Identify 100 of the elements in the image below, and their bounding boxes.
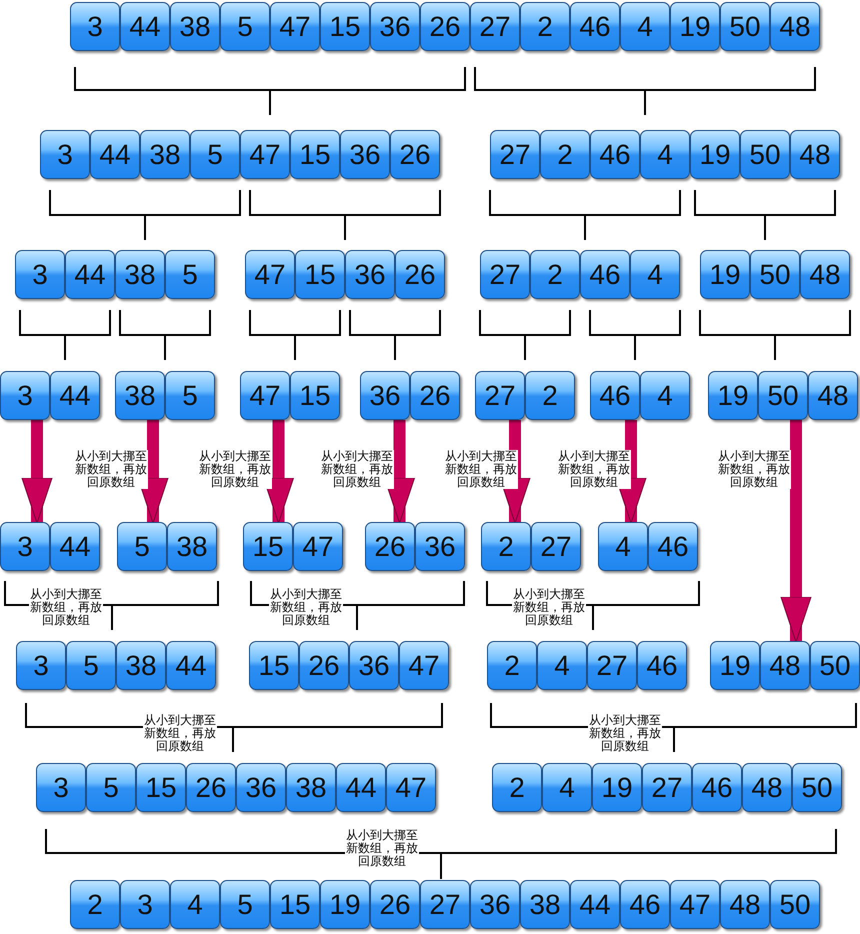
number: 4 xyxy=(554,652,570,680)
number: 46 xyxy=(579,12,611,40)
array-cell xyxy=(15,250,65,299)
number: 2 xyxy=(557,140,573,168)
number: 27 xyxy=(489,260,521,288)
array-cell xyxy=(120,2,170,51)
number: 2 xyxy=(498,532,514,560)
number: 2 xyxy=(509,774,525,802)
array-cell xyxy=(640,371,690,420)
array-cell xyxy=(770,880,820,929)
number: 5 xyxy=(182,382,198,410)
number: 46 xyxy=(629,890,661,918)
number: 48 xyxy=(809,260,841,288)
array-cell xyxy=(637,641,687,690)
array-cell xyxy=(190,130,240,179)
array-cell xyxy=(299,641,349,690)
array-cell xyxy=(66,641,116,690)
array-cell xyxy=(293,522,343,571)
array-cell xyxy=(86,763,136,812)
note-text: 从小到大挪至新数组，再放回原数组 xyxy=(198,450,272,489)
number: 26 xyxy=(195,774,227,802)
number: 47 xyxy=(408,652,440,680)
note-text: 从小到大挪至新数组，再放回原数组 xyxy=(143,714,217,753)
array-cell xyxy=(116,641,166,690)
array-cell xyxy=(592,763,642,812)
number: 5 xyxy=(207,140,223,168)
array-cell xyxy=(40,130,90,179)
array-cell xyxy=(808,371,858,420)
array-cell xyxy=(410,371,460,420)
array-cell xyxy=(243,522,293,571)
array-cell xyxy=(580,250,630,299)
number: 36 xyxy=(354,260,386,288)
number: 38 xyxy=(124,382,156,410)
number: 50 xyxy=(819,652,851,680)
array-cell xyxy=(620,2,670,51)
number: 50 xyxy=(801,774,833,802)
number: 4 xyxy=(657,140,673,168)
number: 2 xyxy=(547,260,563,288)
number: 26 xyxy=(404,260,436,288)
array-cell xyxy=(290,130,340,179)
number: 48 xyxy=(769,652,801,680)
number: 36 xyxy=(358,652,390,680)
number: 38 xyxy=(179,12,211,40)
number: 36 xyxy=(424,532,456,560)
array-cell xyxy=(0,522,50,571)
array-cell xyxy=(117,522,167,571)
number: 4 xyxy=(187,890,203,918)
number: 50 xyxy=(749,140,781,168)
number: 3 xyxy=(53,774,69,802)
array-cell xyxy=(236,763,286,812)
number: 26 xyxy=(379,890,411,918)
number: 3 xyxy=(87,12,103,40)
number: 5 xyxy=(83,652,99,680)
array-cell xyxy=(320,880,370,929)
number: 44 xyxy=(74,260,106,288)
array-cell xyxy=(170,880,220,929)
number: 3 xyxy=(137,890,153,918)
array-cell xyxy=(648,522,698,571)
number: 4 xyxy=(559,774,575,802)
array-cell xyxy=(690,130,740,179)
number: 46 xyxy=(657,532,689,560)
number: 3 xyxy=(57,140,73,168)
number: 50 xyxy=(759,260,791,288)
array-cell xyxy=(336,763,386,812)
number: 5 xyxy=(103,774,119,802)
array-cell xyxy=(165,250,215,299)
array-cell xyxy=(415,522,465,571)
array-cell xyxy=(165,371,215,420)
array-cell xyxy=(720,2,770,51)
number: 15 xyxy=(329,12,361,40)
array-cell xyxy=(245,250,295,299)
array-cell xyxy=(395,250,445,299)
array-cell xyxy=(220,2,270,51)
array-cell xyxy=(542,763,592,812)
array-cell xyxy=(670,880,720,929)
number: 15 xyxy=(299,140,331,168)
number: 47 xyxy=(279,12,311,40)
number: 48 xyxy=(817,382,849,410)
number: 44 xyxy=(345,774,377,802)
number: 48 xyxy=(799,140,831,168)
number: 36 xyxy=(245,774,277,802)
array-cell xyxy=(340,130,390,179)
array-cell xyxy=(480,250,530,299)
array-cell xyxy=(70,880,120,929)
array-cell xyxy=(670,2,720,51)
array-cell xyxy=(487,641,537,690)
array-cell xyxy=(115,371,165,420)
number: 26 xyxy=(399,140,431,168)
number: 27 xyxy=(429,890,461,918)
number: 50 xyxy=(767,382,799,410)
array-cell xyxy=(490,130,540,179)
number: 2 xyxy=(87,890,103,918)
note-text: 从小到大挪至新数组，再放回原数组 xyxy=(717,450,791,489)
array-cell xyxy=(390,130,440,179)
number: 5 xyxy=(134,532,150,560)
number: 2 xyxy=(504,652,520,680)
note-text: 从小到大挪至新数组，再放回原数组 xyxy=(512,588,586,627)
array-cell xyxy=(758,371,808,420)
array-cell xyxy=(286,763,336,812)
number: 47 xyxy=(249,382,281,410)
